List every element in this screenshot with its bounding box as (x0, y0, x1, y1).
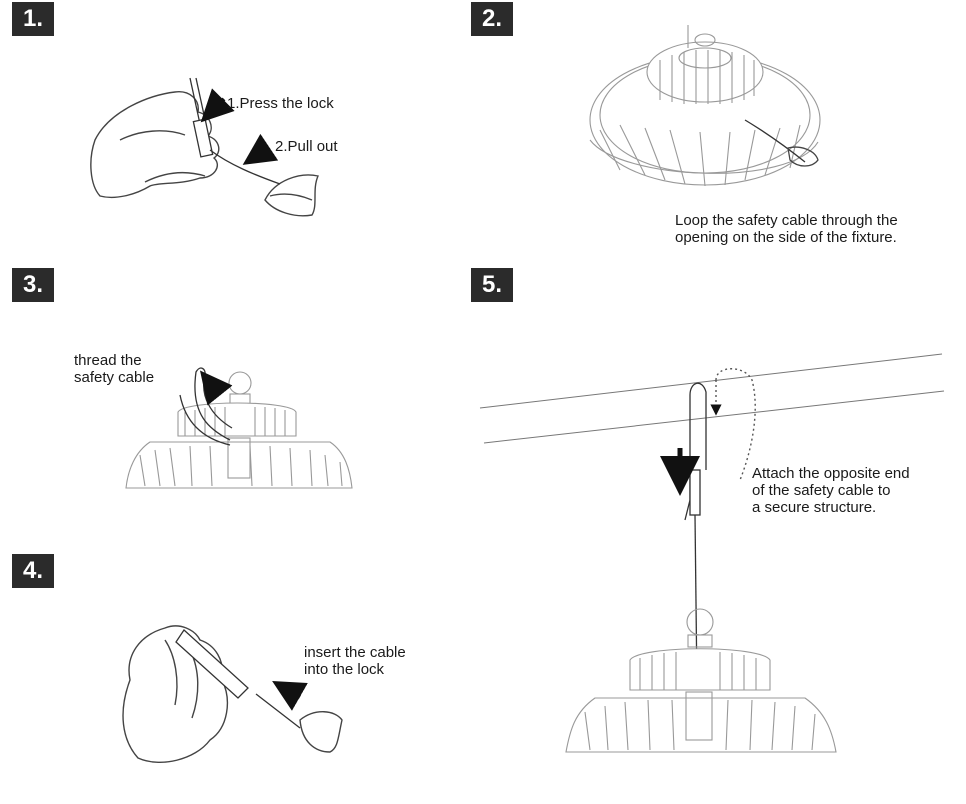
step4-lock-cable (175, 629, 301, 729)
step-5-badge: 5. (471, 268, 513, 302)
step3-arrow (200, 370, 233, 406)
step-4-caption: insert the cable into the lock (304, 644, 406, 678)
step-4-caption-line: into the lock (304, 661, 385, 678)
step5-dotted-path (710, 368, 756, 481)
step3-fixture-illustration (125, 371, 353, 489)
step-1-press-label: 1.Press the lock (227, 95, 334, 112)
step-4-badge: 4. (12, 554, 54, 588)
step-3-caption: thread the safety cable (74, 352, 154, 386)
step1-hands-illustration (90, 91, 319, 217)
step-3-caption-line: safety cable (74, 369, 155, 386)
step-2-caption: Loop the safety cable through the openin… (675, 212, 898, 246)
step-2-badge: 2. (471, 2, 513, 36)
step4-arrow (272, 681, 308, 711)
step-3-caption-line: thread the (74, 352, 142, 369)
step5-structure-lines (479, 353, 945, 444)
step-2-caption-line: Loop the safety cable through the (675, 212, 898, 229)
step1-arrows (200, 88, 279, 165)
step-5-caption-line: of the safety cable to (752, 482, 891, 499)
step-5-caption-line: Attach the opposite end (752, 465, 910, 482)
step-2-caption-line: opening on the side of the fixture. (675, 229, 897, 246)
step-5-caption-line: a secure structure. (752, 499, 877, 516)
step1-lock-cable (189, 77, 281, 185)
step-3-badge: 3. (12, 268, 54, 302)
step2-fixture-illustration (589, 25, 821, 187)
step-1-badge: 1. (12, 2, 54, 36)
step-4-caption-line: insert the cable (304, 644, 406, 661)
step2-cable (744, 119, 819, 167)
step-5-caption: Attach the opposite end of the safety ca… (752, 465, 910, 516)
step-1-pull-label: 2.Pull out (275, 138, 338, 155)
step5-fixture-illustration (565, 608, 837, 753)
